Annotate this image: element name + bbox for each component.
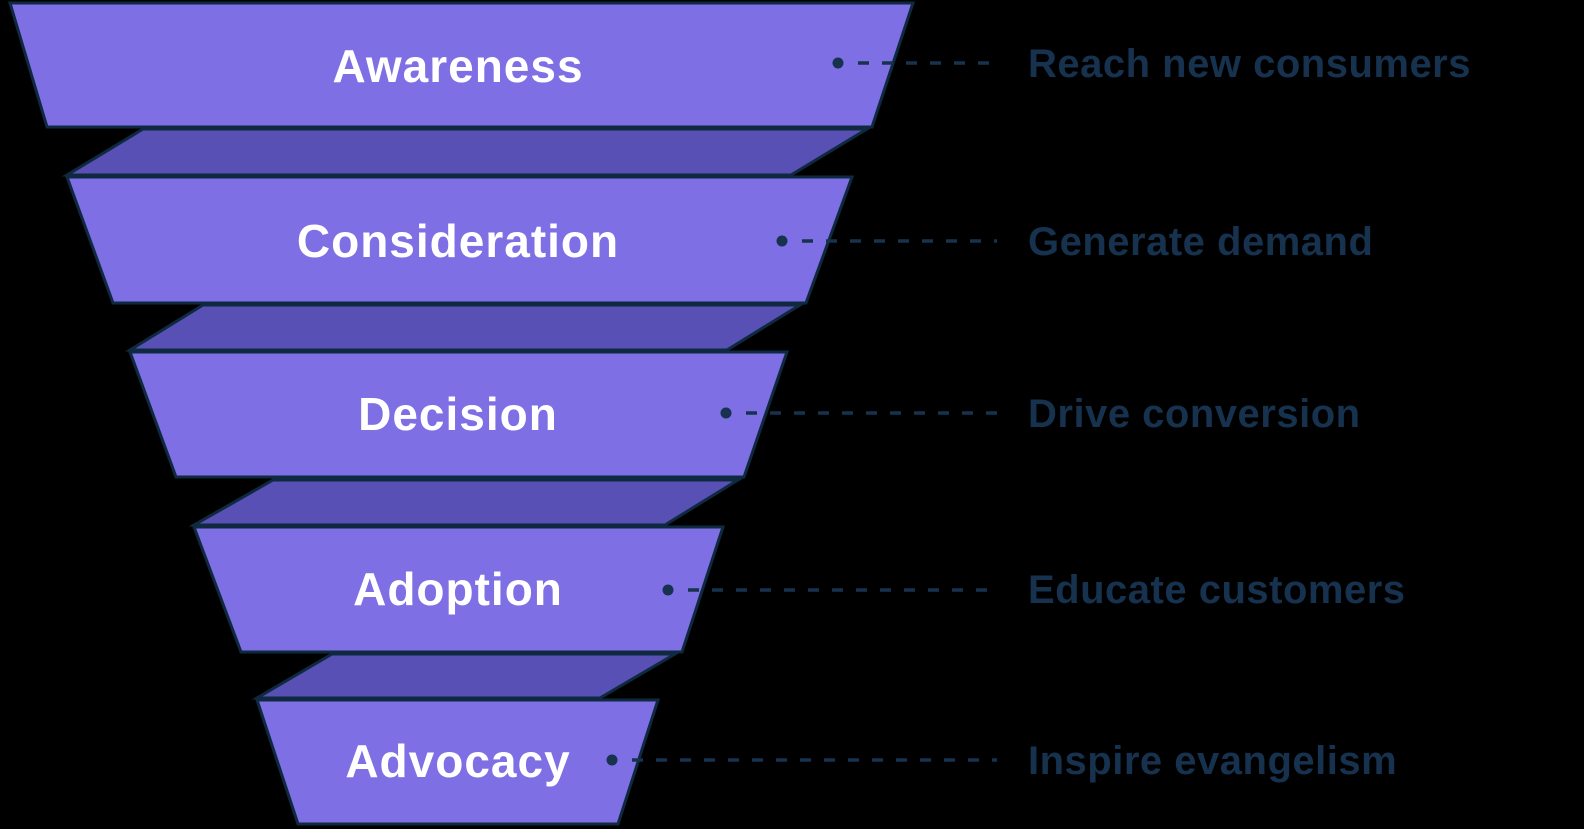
connector-dot-advocacy xyxy=(606,754,618,766)
connector-dot-adoption xyxy=(662,584,674,596)
funnel-fold-4 xyxy=(251,652,681,700)
stage-label-adoption: Adoption xyxy=(353,563,563,615)
annotation-inspire-evangelism: Inspire evangelism xyxy=(1028,739,1397,783)
stage-label-decision: Decision xyxy=(358,388,558,440)
connector-dot-decision xyxy=(720,407,732,419)
funnel-stage-decision-shape xyxy=(127,350,790,479)
funnel-stage-awareness-shape xyxy=(7,1,916,129)
funnel-fold-2 xyxy=(124,303,806,352)
funnel-stage-advocacy-shape xyxy=(254,698,661,826)
funnel-stage-consideration-shape xyxy=(64,175,855,305)
connector-dot-awareness xyxy=(832,57,844,69)
funnel-fold-3 xyxy=(188,478,744,527)
annotation-generate-demand: Generate demand xyxy=(1028,220,1373,264)
stage-label-advocacy: Advocacy xyxy=(345,735,570,787)
annotation-educate-customers: Educate customers xyxy=(1028,568,1406,612)
stage-label-consideration: Consideration xyxy=(297,215,619,267)
stage-label-awareness: Awareness xyxy=(332,40,583,92)
annotation-reach-new-consumers: Reach new consumers xyxy=(1028,42,1471,86)
connector-dot-consideration xyxy=(776,235,788,247)
annotation-drive-conversion: Drive conversion xyxy=(1028,392,1361,436)
funnel-stage-adoption-shape xyxy=(191,525,726,654)
funnel-fold-1 xyxy=(61,127,873,177)
